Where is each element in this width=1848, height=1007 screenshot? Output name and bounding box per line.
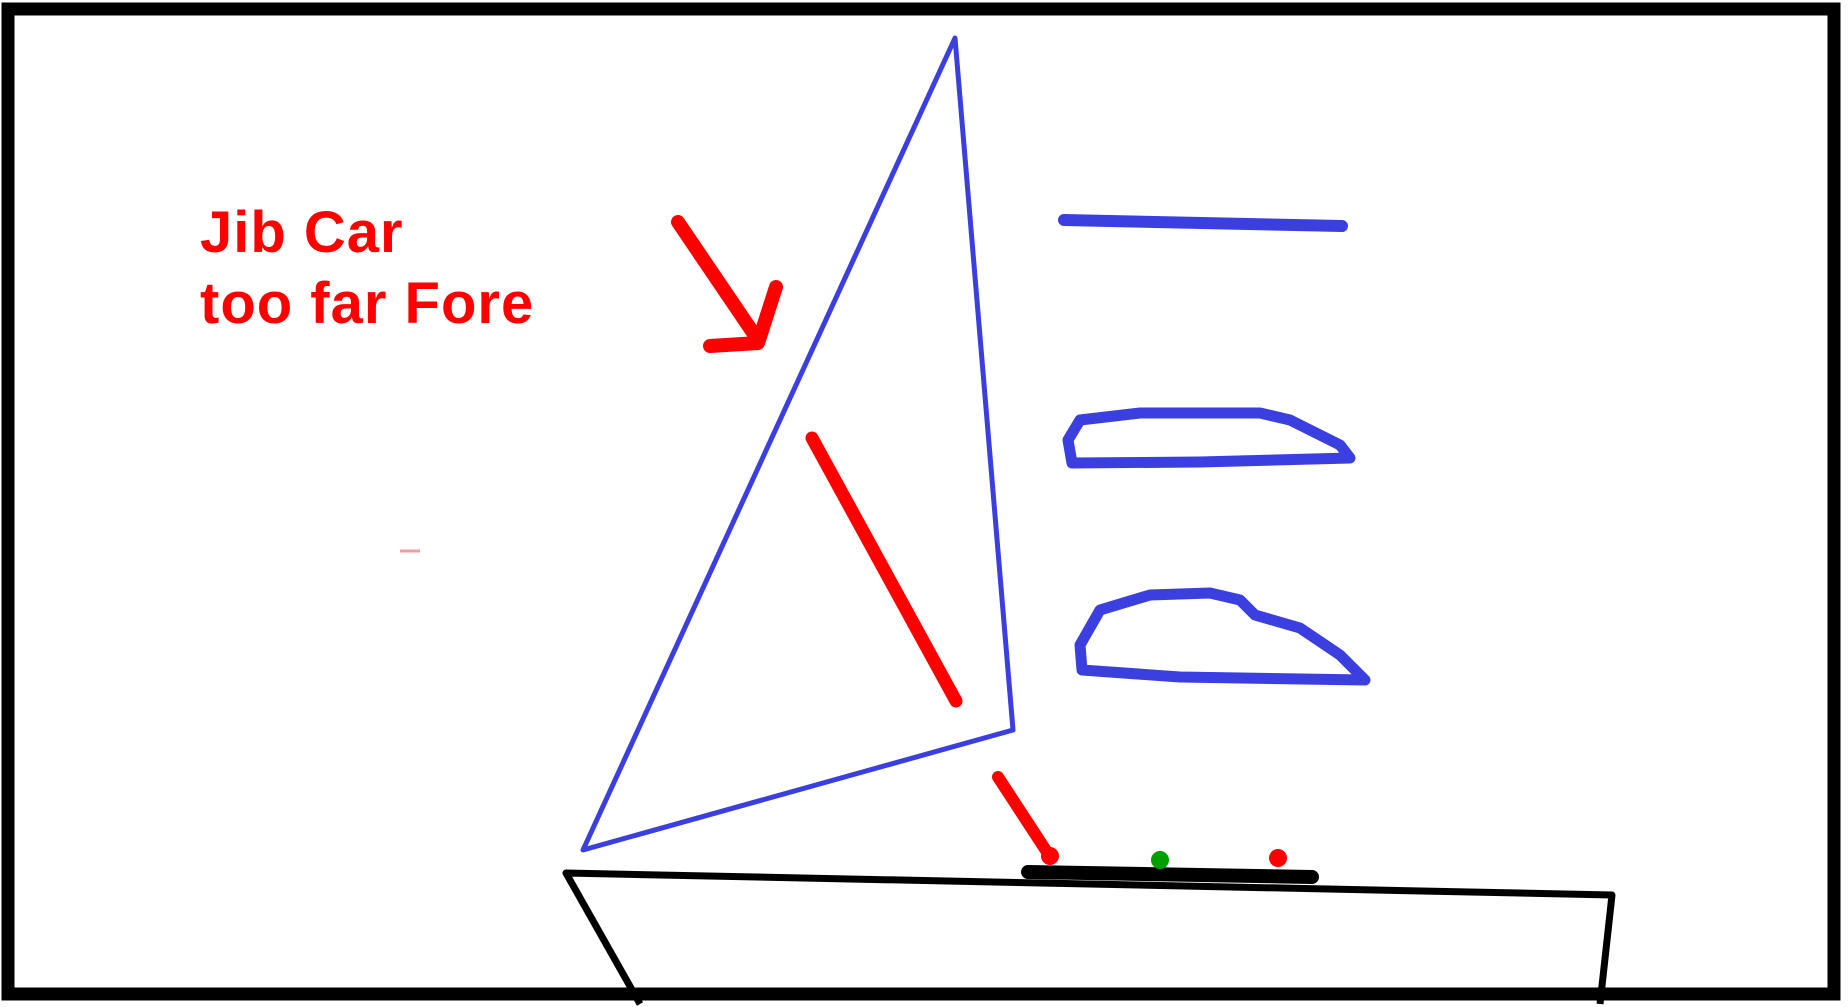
jib-car-correct	[1151, 851, 1169, 869]
annotation-line2: too far Fore	[200, 271, 534, 336]
jib-sheet-line	[805, 431, 963, 708]
jib-car-aft	[1269, 849, 1287, 867]
down-right-arrow-icon	[671, 215, 783, 353]
airflow-shallow-foil	[1062, 407, 1356, 469]
jib-car-track	[1021, 865, 1319, 884]
jib-car-current	[1041, 847, 1059, 865]
boat-hull	[562, 869, 1616, 1006]
jib-sheet-lower	[992, 771, 1053, 858]
annotation-line1: Jib Car	[200, 200, 404, 265]
airflow-flat	[1058, 214, 1348, 232]
airflow-deep-foil	[1074, 587, 1371, 686]
jib-sail	[580, 35, 1016, 853]
